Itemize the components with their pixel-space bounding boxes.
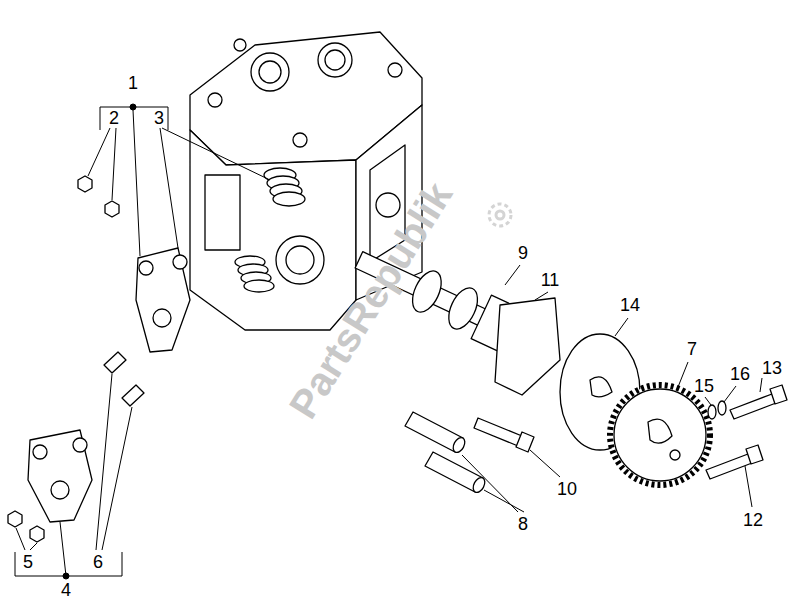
nut — [8, 511, 44, 542]
callout-number: 6 — [93, 553, 103, 571]
callout-number: 16 — [730, 365, 750, 383]
callout-number: 3 — [154, 109, 164, 127]
callout-number: 4 — [61, 581, 71, 599]
callout-number: 12 — [743, 511, 763, 529]
leader-line — [15, 104, 762, 579]
rocker-arm — [136, 248, 190, 352]
pin — [405, 412, 487, 494]
callout-number: 15 — [694, 377, 714, 395]
sprocket — [610, 385, 710, 485]
callout-number: 13 — [762, 359, 782, 377]
callout-number: 11 — [541, 271, 560, 289]
bolt — [474, 418, 534, 452]
callout-number: 7 — [687, 340, 697, 358]
callout-number: 2 — [109, 109, 119, 127]
washer — [708, 401, 726, 419]
callout-number: 1 — [128, 74, 138, 92]
retaining-plate — [495, 298, 560, 395]
callout-number: 14 — [620, 296, 640, 314]
callout-number: 8 — [518, 515, 528, 533]
valve-spring — [235, 168, 305, 292]
callout-number: 5 — [23, 553, 33, 571]
watermark-gear — [489, 204, 511, 226]
callout-number: 9 — [518, 244, 528, 262]
bolt — [706, 385, 787, 479]
callout-number: 10 — [557, 480, 577, 498]
rocker-arm — [28, 430, 92, 522]
